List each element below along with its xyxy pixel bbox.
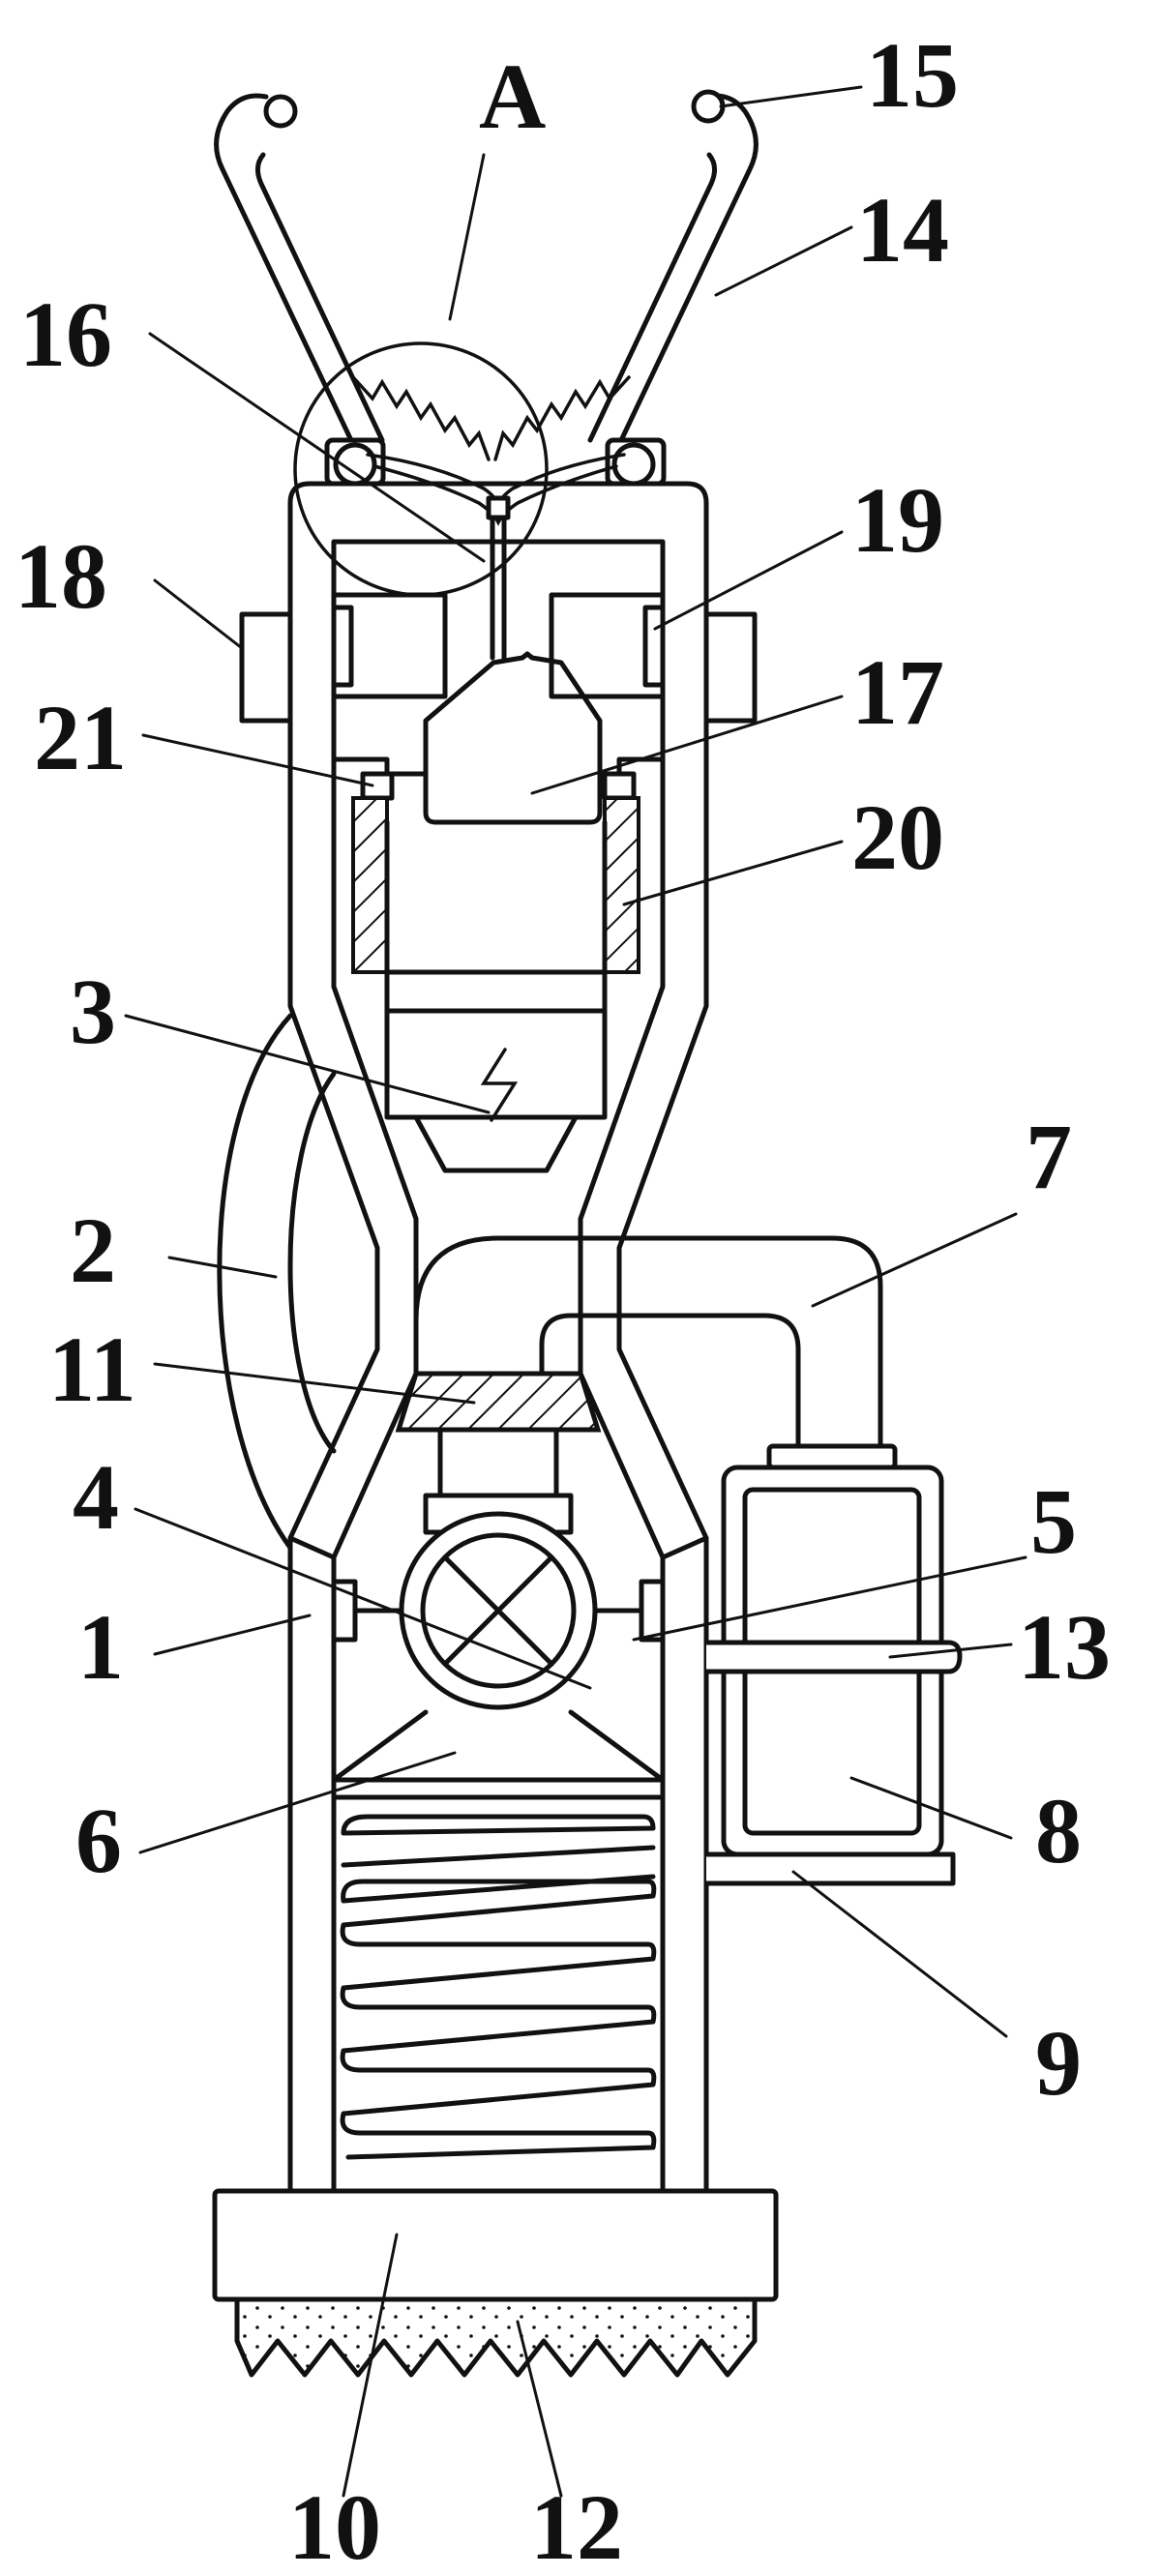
reference-labels: A 15 14 16 19 18 17 21 20 3 7 2 11 4 5 1… <box>15 23 1111 2576</box>
spring <box>340 1814 657 2160</box>
label-6: 6 <box>75 1789 122 1892</box>
linkage-spring <box>351 375 631 661</box>
jaw-tip-pin <box>263 94 298 129</box>
label-14: 14 <box>856 178 949 281</box>
detail-circle <box>293 341 549 597</box>
label-17: 17 <box>851 640 944 744</box>
label-18: 18 <box>15 524 107 628</box>
jaw-pivot <box>611 442 656 487</box>
label-5: 5 <box>1030 1469 1077 1573</box>
label-4: 4 <box>73 1445 119 1549</box>
side-lug <box>239 611 758 724</box>
leader-lines <box>124 85 1027 2498</box>
strap <box>706 1640 963 1674</box>
label-9: 9 <box>1035 2011 1082 2115</box>
label-20: 20 <box>851 785 944 889</box>
label-2: 2 <box>70 1199 116 1302</box>
ledge <box>331 756 666 801</box>
power-unit <box>384 969 608 1173</box>
label-8: 8 <box>1035 1779 1082 1882</box>
gripper-jaw <box>214 89 759 487</box>
curved-handle <box>217 1013 337 1551</box>
inner-bracket <box>331 592 666 699</box>
label-19: 19 <box>851 468 944 572</box>
jaw-tip-pin <box>691 89 726 124</box>
label-13: 13 <box>1018 1595 1111 1699</box>
dotted-block <box>423 651 603 825</box>
label-A: A <box>479 44 546 148</box>
grip-pad <box>234 2296 758 2378</box>
label-3: 3 <box>70 960 116 1063</box>
label-10: 10 <box>288 2475 381 2576</box>
label-15: 15 <box>866 23 959 127</box>
label-16: 16 <box>19 282 112 386</box>
label-21: 21 <box>34 686 127 789</box>
base <box>212 2188 779 2302</box>
elbow-pipe <box>413 1235 883 1459</box>
lightning-icon <box>480 1048 519 1122</box>
label-1: 1 <box>77 1595 124 1699</box>
pressure-plate <box>331 1709 666 1800</box>
shelf <box>706 1851 956 1886</box>
hatched-plug <box>395 1371 602 1433</box>
label-11: 11 <box>48 1318 136 1421</box>
jaw-pivot <box>333 442 377 487</box>
label-12: 12 <box>530 2475 623 2576</box>
label-7: 7 <box>1026 1105 1072 1208</box>
main-housing <box>287 481 709 2194</box>
